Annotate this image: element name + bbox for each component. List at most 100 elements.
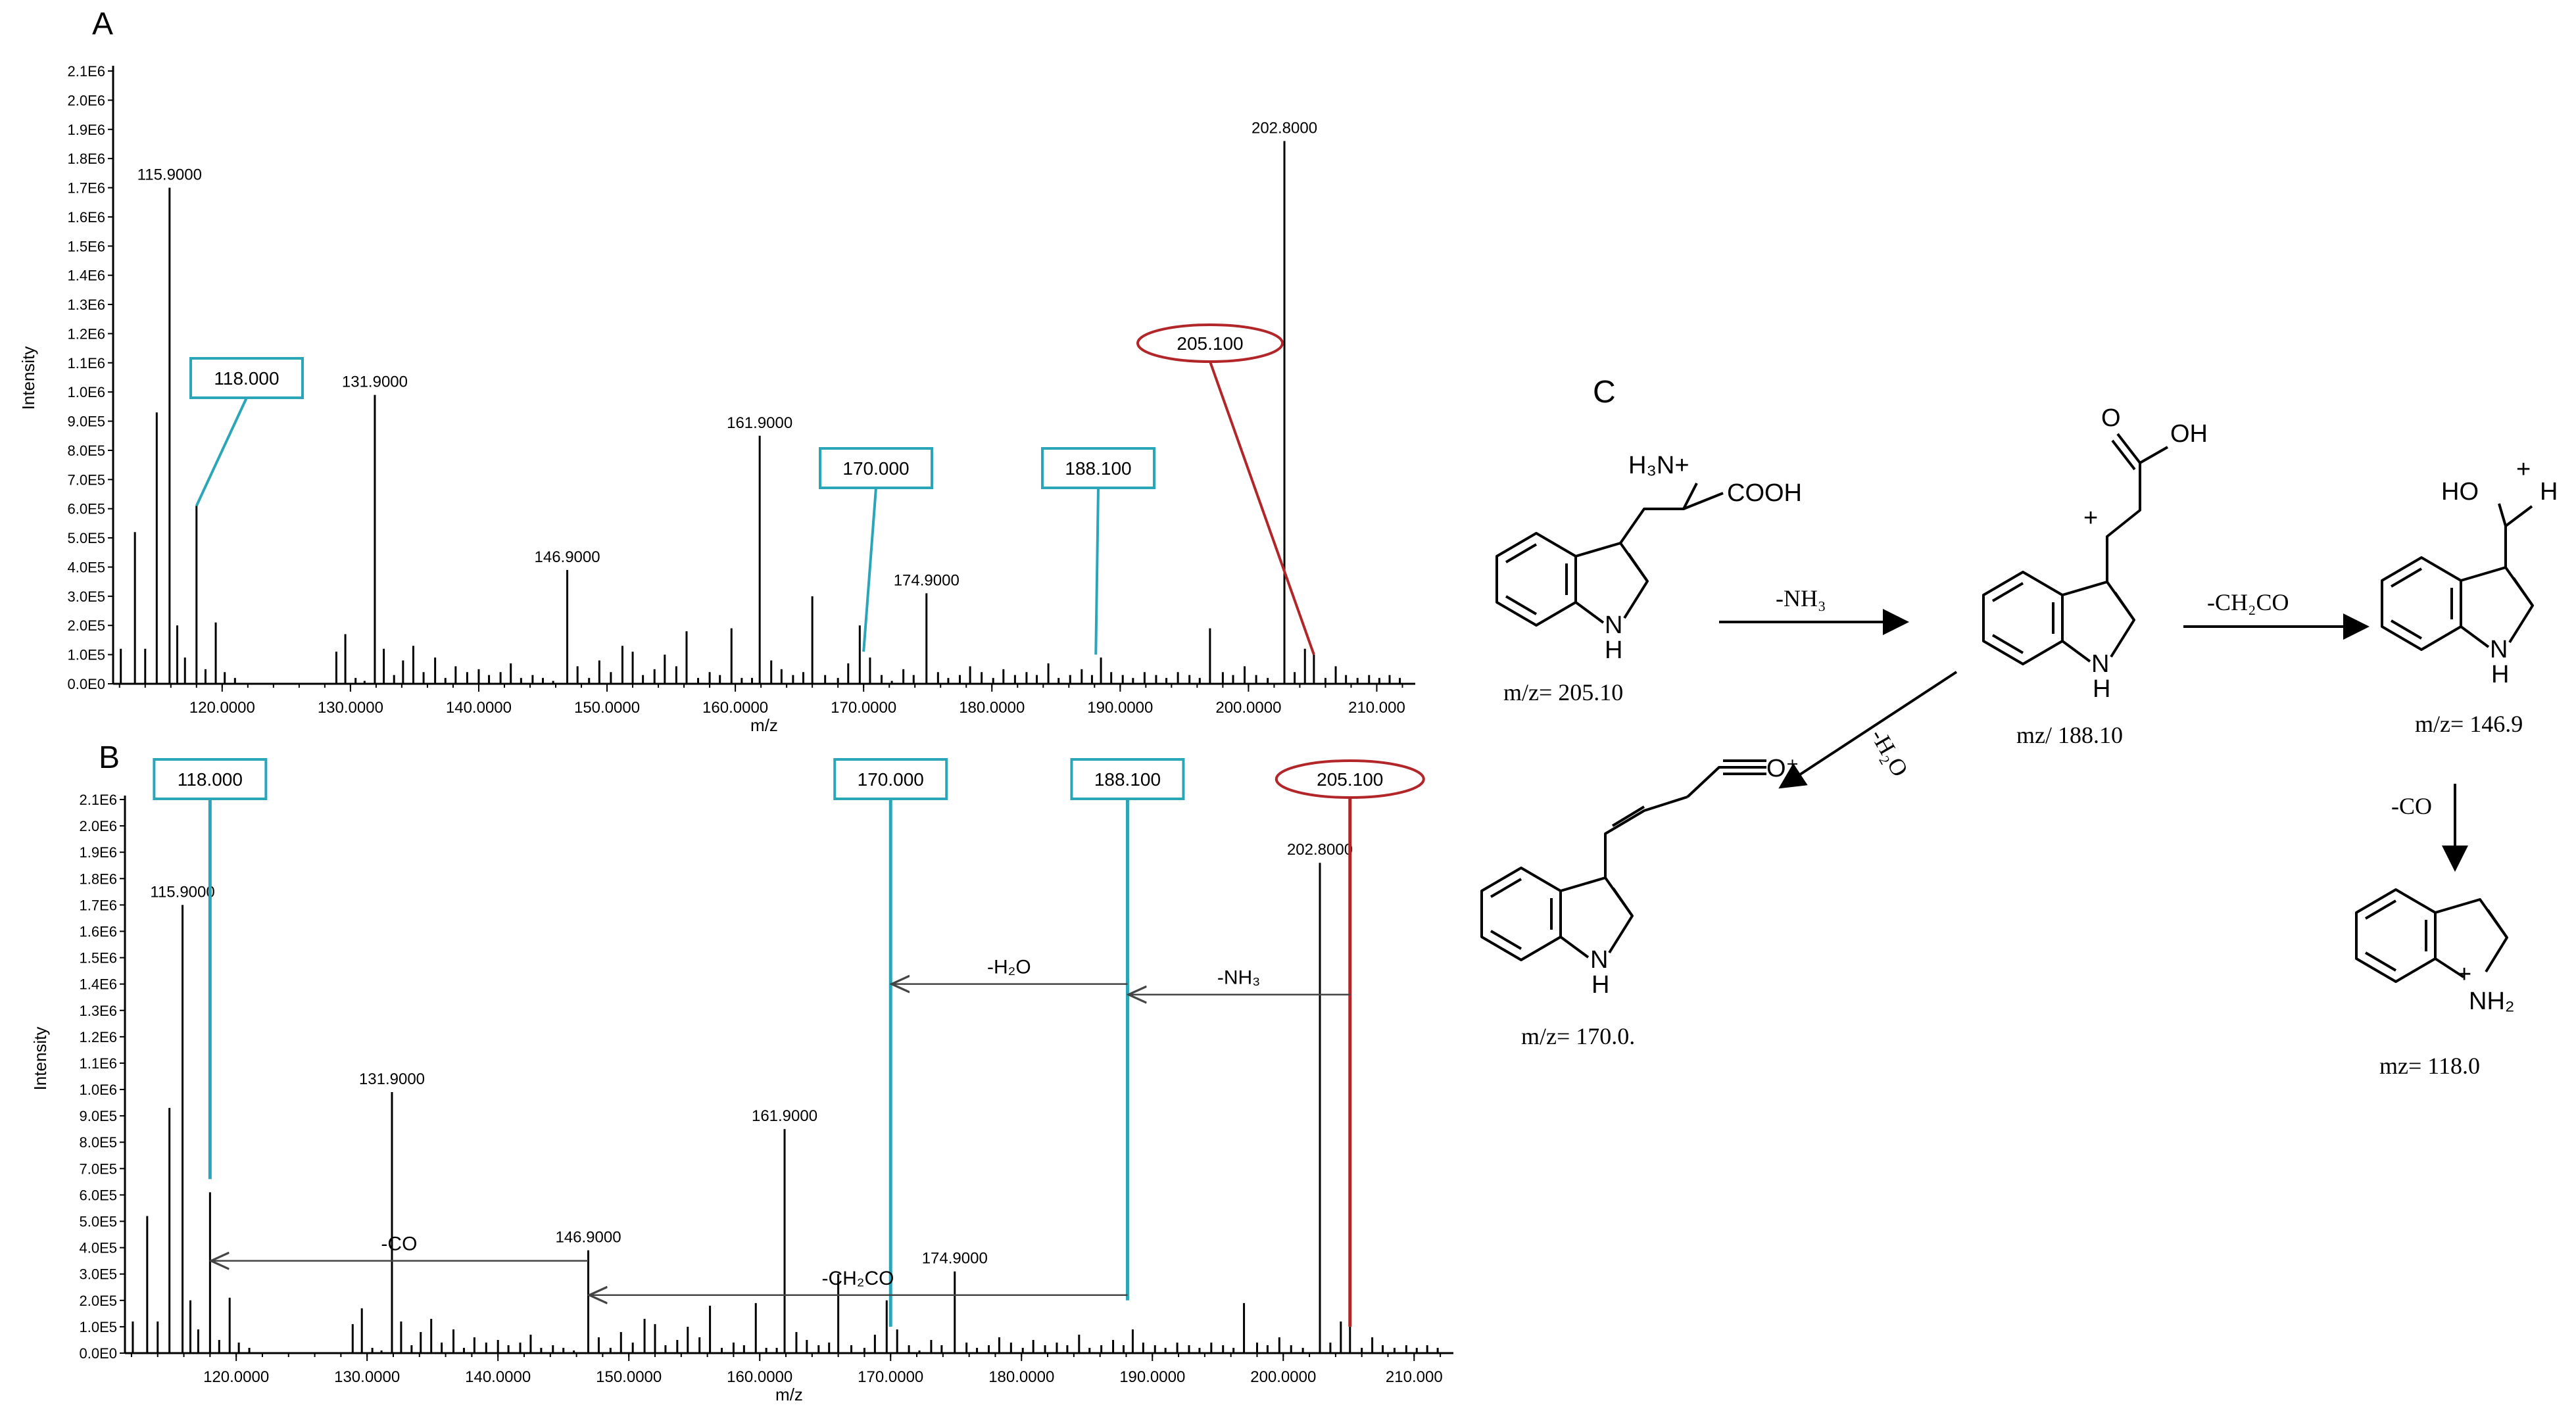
y-tick-label: 2.1E6 bbox=[68, 63, 106, 80]
y-tick-label: 5.0E5 bbox=[80, 1214, 118, 1230]
panel-label-b: B bbox=[99, 740, 120, 775]
y-tick-label: 3.0E5 bbox=[80, 1266, 118, 1283]
x-tick-label: 150.0000 bbox=[574, 699, 640, 717]
y-tick-label: 8.0E5 bbox=[80, 1134, 118, 1151]
y-tick-label: 1.7E6 bbox=[80, 897, 118, 913]
compound-label-170: m/z= 170.0. bbox=[1521, 1023, 1635, 1049]
atom-hn-146: H bbox=[2491, 661, 2509, 688]
spectrum-chart-b: 0.0E01.0E52.0E53.0E54.0E55.0E56.0E57.0E5… bbox=[30, 758, 1453, 1404]
y-tick-label: 1.4E6 bbox=[68, 268, 106, 284]
y-tick-label: 1.5E6 bbox=[68, 238, 106, 254]
y-tick-label: 1.4E6 bbox=[80, 976, 118, 993]
callout-ellipse bbox=[1136, 323, 1284, 363]
spectrum-chart-a: 0.0E01.0E52.0E53.0E54.0E55.0E56.0E57.0E5… bbox=[18, 63, 1415, 735]
y-tick-label: 2.0E5 bbox=[68, 617, 106, 634]
callout-box bbox=[819, 447, 933, 489]
x-tick-label: 130.0000 bbox=[318, 699, 383, 717]
atom-o-170: O⁺ bbox=[1766, 755, 1799, 782]
marker-label: 170.000 bbox=[858, 769, 924, 790]
y-tick-label: 4.0E5 bbox=[80, 1240, 118, 1256]
marker-box bbox=[153, 758, 268, 800]
y-tick-label: 1.0E6 bbox=[68, 384, 106, 400]
panel-label-c: C bbox=[1593, 375, 1616, 410]
y-tick-label: 9.0E5 bbox=[80, 1108, 118, 1124]
panel-label-a: A bbox=[92, 7, 113, 41]
peak-label: 202.8000 bbox=[1252, 120, 1317, 137]
y-tick-label: 2.0E6 bbox=[80, 818, 118, 834]
atom-ho-146: HO bbox=[2441, 478, 2479, 506]
atom-plus-188: + bbox=[2083, 504, 2098, 532]
arrow-label-co: -CO bbox=[2391, 793, 2432, 819]
callout-box bbox=[189, 357, 304, 399]
structure-tryptophan: N H H₃N+ COOH bbox=[1495, 452, 1802, 664]
loss-arrow-label: -CO bbox=[381, 1233, 417, 1255]
y-tick-label: 2.1E6 bbox=[80, 792, 118, 808]
y-tick-label: 1.9E6 bbox=[68, 122, 106, 138]
marker-ellipse bbox=[1275, 759, 1425, 799]
peak-label: 161.9000 bbox=[752, 1107, 817, 1125]
arrow-label-ch2co: -CH₂CO bbox=[2207, 589, 2289, 615]
y-tick-label: 0.0E0 bbox=[80, 1345, 118, 1362]
peak-label: 174.9000 bbox=[894, 571, 960, 589]
marker-box bbox=[833, 758, 948, 800]
atom-o-188: O bbox=[2101, 404, 2121, 432]
compound-label-205: m/z= 205.10 bbox=[1503, 679, 1623, 705]
loss-arrow-label: -NH₃ bbox=[1217, 967, 1261, 989]
x-tick-label: 120.0000 bbox=[203, 1368, 269, 1386]
y-tick-label: 1.1E6 bbox=[68, 355, 106, 371]
y-tick-label: 1.2E6 bbox=[68, 325, 106, 342]
y-tick-label: 8.0E5 bbox=[68, 442, 106, 459]
x-tick-label: 120.0000 bbox=[189, 699, 255, 717]
loss-arrow-label: -H₂O bbox=[987, 957, 1031, 978]
callout-leader-line bbox=[1209, 361, 1315, 656]
x-tick-label: 180.0000 bbox=[988, 1368, 1054, 1386]
x-tick-label: 200.0000 bbox=[1215, 699, 1281, 717]
marker-label: 205.100 bbox=[1317, 769, 1383, 790]
y-tick-label: 1.7E6 bbox=[68, 180, 106, 197]
x-tick-label: 170.0000 bbox=[858, 1368, 923, 1386]
y-axis-title: Intensity bbox=[18, 346, 38, 410]
fragmentation-scheme: N H H₃N+ COOH m/z= 205.10 -NH₃ + N H O O… bbox=[1480, 404, 2558, 1079]
callout-box bbox=[1041, 447, 1155, 489]
structure-170: N H O⁺ bbox=[1480, 755, 1799, 999]
compound-label-118: mz= 118.0 bbox=[2379, 1053, 2480, 1079]
compound-label-146: m/z= 146.9 bbox=[2415, 711, 2523, 737]
x-tick-label: 180.0000 bbox=[959, 699, 1025, 717]
y-tick-label: 2.0E6 bbox=[68, 92, 106, 108]
atom-nh2-118: NH₂ bbox=[2469, 988, 2515, 1015]
callout-leader-line bbox=[1094, 487, 1100, 655]
peak-label: 131.9000 bbox=[359, 1070, 425, 1088]
atom-n-146: N bbox=[2490, 636, 2508, 663]
y-tick-label: 1.0E5 bbox=[68, 647, 106, 663]
y-tick-label: 7.0E5 bbox=[80, 1160, 118, 1177]
x-tick-label: 140.0000 bbox=[465, 1368, 531, 1386]
x-tick-label: 200.0000 bbox=[1250, 1368, 1316, 1386]
y-tick-label: 9.0E5 bbox=[68, 414, 106, 430]
compound-label-188: mz/ 188.10 bbox=[2016, 722, 2123, 748]
marker-box bbox=[1070, 758, 1185, 800]
peak-label: 146.9000 bbox=[555, 1229, 621, 1247]
peak-label: 115.9000 bbox=[137, 166, 202, 184]
atom-plus-118: + bbox=[2457, 961, 2471, 988]
x-axis-title: m/z bbox=[750, 715, 778, 735]
loss-arrow-label: -CH₂CO bbox=[821, 1268, 894, 1289]
structure-146: HO + H N H bbox=[2381, 456, 2558, 688]
arrow-label-h2o: -H₂O bbox=[1866, 725, 1914, 781]
atom-n-188: N bbox=[2091, 650, 2109, 678]
arrow-label-nh3: -NH₃ bbox=[1776, 585, 1826, 611]
atom-h-1: H bbox=[1605, 636, 1622, 664]
x-tick-label: 210.000 bbox=[1348, 699, 1405, 717]
callout-label: 205.100 bbox=[1177, 333, 1243, 354]
x-tick-label: 160.0000 bbox=[702, 699, 768, 717]
atom-n-170: N bbox=[1590, 946, 1608, 974]
x-tick-label: 210.000 bbox=[1386, 1368, 1443, 1386]
y-tick-label: 4.0E5 bbox=[68, 559, 106, 575]
y-tick-label: 1.3E6 bbox=[68, 297, 106, 313]
y-tick-label: 5.0E5 bbox=[68, 530, 106, 546]
structure-118: + NH₂ bbox=[2355, 888, 2515, 1015]
y-tick-label: 1.2E6 bbox=[80, 1029, 118, 1045]
x-axis-title: m/z bbox=[775, 1385, 803, 1404]
marker-label: 118.000 bbox=[178, 769, 243, 790]
x-tick-label: 130.0000 bbox=[334, 1368, 400, 1386]
peak-label: 161.9000 bbox=[727, 414, 792, 432]
